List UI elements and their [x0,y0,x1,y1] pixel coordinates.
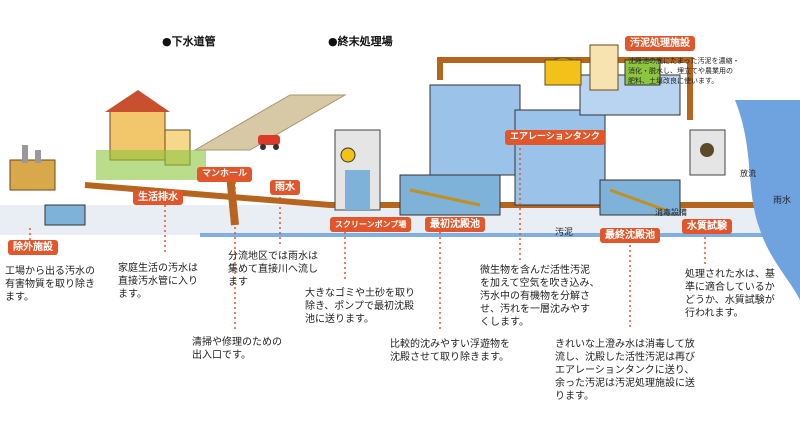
desc-aeration-tank: 微生物を含んだ活性汚泥 を加えて空気を吹き込み、 汚水中の有機物を分解さ せ、汚… [480,265,600,328]
desc-final-tank: きれいな上澄み水は消毒して放 流し、沈殿した活性汚泥は再び エアレーションタンク… [555,339,695,402]
desc-manhole: 清掃や修理のための 出入口です。 [192,337,282,361]
sludge-facility-illustration [544,44,661,91]
desc-rain: 分流地区では雨水は 集めて直接川へ流し ます [228,251,318,288]
disinfection-illustration [689,129,726,176]
desc-primary-tank: 比較的沈みやすい浮遊物を 沈殿させて取り除きます。 [390,339,510,363]
label-disinfection: 消毒設備 [655,208,687,217]
label-discharge: 放流 [740,169,756,178]
desc-sludge-facility: 沈殿池の底にたまった汚泥を濃縮・ 消化・脱水し、埋立てや農業用の 肥料、土壌改良… [628,57,740,85]
label-outside-facility: 除外施設 [8,240,58,255]
river [735,100,800,300]
label-rain-right: 雨水 [773,196,792,206]
factory-illustration [9,145,86,226]
label-screen-pump: スクリーンポンプ場 [330,217,412,232]
label-manhole: マンホール [197,167,253,182]
label-final-tank: 最終沈殿池 [600,228,660,243]
pointer-lines [29,148,706,330]
final-tank-illustration [599,179,681,216]
label-aeration-tank: エアレーションタンク [505,130,605,145]
desc-screen-pump: 大きなゴミや土砂を取り 除き、ポンプで最初沈殿 池に送ります。 [305,288,415,325]
header-plant: ●終末処理場 [328,35,393,48]
label-primary-tank: 最初沈殿池 [425,217,485,232]
screen-pump-illustration [334,129,381,211]
primary-tank-illustration [399,174,501,216]
desc-outside-facility: 工場から出る汚水の 有害物質を取り除き ます。 [5,266,95,303]
manhole-shaft [226,174,239,226]
label-water-test: 水質試験 [682,219,732,234]
label-sludge-facility: 汚泥処理施設 [625,36,695,51]
label-household: 生活排水 [133,190,183,205]
houses-illustration [96,90,206,180]
header-sewer: ●下水道管 [162,35,216,48]
aeration-tank-illustration [429,74,681,206]
road [193,94,347,151]
car-illustration [258,135,280,150]
desc-household: 家庭生活の汚水は 直接汚水管に入り ます。 [118,263,198,300]
label-rain: 雨水 [270,180,300,195]
desc-water-test: 処理された水は、基 準に適合しているか どうか、水質試験が 行われます。 [685,269,775,319]
label-sludge: 汚泥 [555,228,574,238]
